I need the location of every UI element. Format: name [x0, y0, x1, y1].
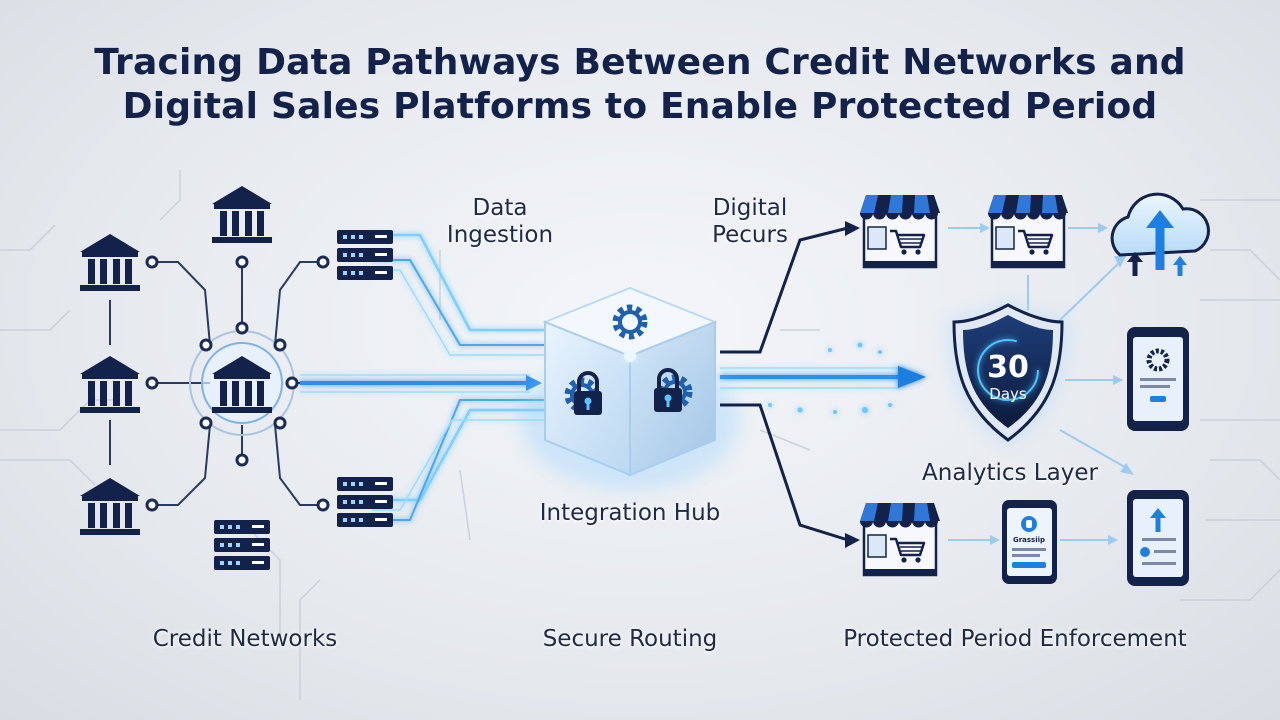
shield-days-unit: Days	[989, 385, 1027, 403]
data-flow-lines	[300, 233, 900, 521]
label-analytics-layer: Analytics Layer	[922, 460, 1098, 486]
server-rack-icon	[214, 520, 270, 570]
server-rack-icon	[337, 230, 393, 280]
smartphone-icon	[1127, 327, 1189, 431]
label-digital-pecurs-line1: Digital	[712, 195, 788, 221]
particle-dots	[768, 342, 892, 414]
phone-caption: Grassiip	[1013, 536, 1045, 544]
thin-arrows	[948, 227, 1131, 541]
bank-icon	[212, 186, 272, 243]
smartphone-icon	[1127, 490, 1189, 586]
credit-network-connectors	[109, 261, 323, 506]
platform-connectors	[720, 226, 849, 542]
shield-days-number: 30	[987, 350, 1029, 385]
arrow-to-hub	[526, 375, 542, 391]
label-protected-period-enforcement: Protected Period Enforcement	[843, 626, 1187, 652]
integration-hub-cube	[520, 286, 740, 490]
page-title-line1: Tracing Data Pathways Between Credit Net…	[94, 42, 1186, 83]
arrow-to-store-top	[845, 221, 860, 236]
bank-icon	[80, 356, 140, 413]
thin-arrowheads	[980, 223, 1134, 545]
storefront-cart-icon	[858, 501, 942, 577]
label-secure-routing: Secure Routing	[542, 626, 718, 652]
label-integration-hub: Integration Hub	[539, 500, 721, 526]
label-data-ingestion-line2: Ingestion	[446, 222, 554, 248]
page-title-line2: Digital Sales Platforms to Enable Protec…	[122, 86, 1158, 127]
storefront-cart-icon	[986, 193, 1070, 269]
label-digital-pecurs-line2: Pecurs	[712, 222, 788, 248]
smartphone-icon	[1002, 500, 1057, 584]
server-rack-icon	[337, 477, 393, 527]
label-data-ingestion-line1: Data	[472, 195, 528, 221]
connector-nodes	[145, 255, 330, 512]
bank-icon	[80, 234, 140, 291]
cloud-upload-icon	[1110, 192, 1210, 276]
bank-icon	[80, 478, 140, 535]
background-circuit-traces	[0, 170, 1280, 700]
arrow-to-shield	[898, 366, 926, 388]
arrow-to-store-bottom	[845, 533, 860, 548]
storefront-cart-icon	[858, 193, 942, 269]
label-credit-networks: Credit Networks	[152, 626, 338, 652]
shield-icon	[948, 300, 1068, 445]
